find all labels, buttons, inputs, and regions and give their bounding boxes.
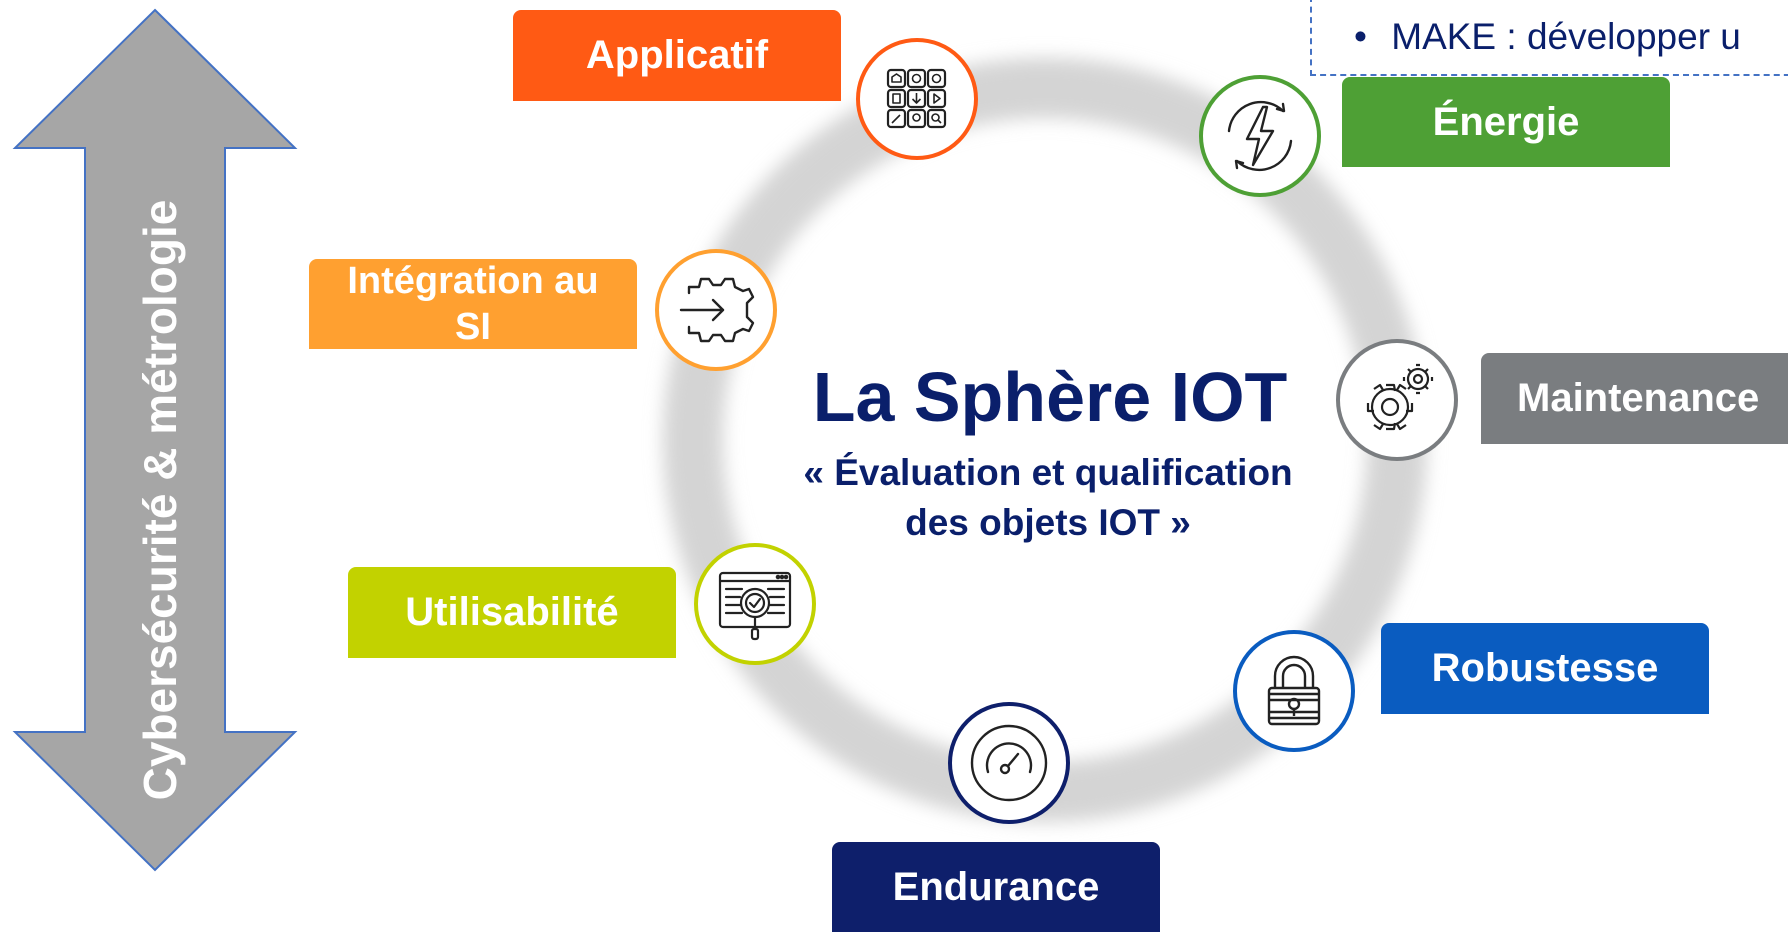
maintenance-text: Maintenance bbox=[1517, 376, 1760, 420]
energie-label: Énergie bbox=[1342, 77, 1670, 167]
subtitle-line-1: « Évaluation et qualification bbox=[803, 452, 1293, 493]
subtitle-line-2: des objets IOT » bbox=[905, 502, 1191, 543]
sphere-title: La Sphère IOT bbox=[812, 358, 1288, 436]
gear-arrow-icon bbox=[655, 249, 777, 371]
double-arrow-shape bbox=[12, 8, 298, 872]
integration-label: Intégration au SI bbox=[309, 259, 637, 349]
robustesse-text: Robustesse bbox=[1431, 646, 1659, 690]
integration-text-2: SI bbox=[455, 306, 491, 348]
app-grid-icon bbox=[856, 38, 978, 160]
padlock-icon bbox=[1233, 630, 1355, 752]
endurance-text: Endurance bbox=[892, 864, 1100, 909]
endurance-label: Endurance bbox=[832, 842, 1160, 932]
applicatif-label: Applicatif bbox=[513, 10, 841, 101]
gears-icon bbox=[1336, 339, 1458, 461]
integration-text-1: Intégration au bbox=[347, 260, 599, 302]
arrow-label: Cybersécurité & métrologie bbox=[134, 199, 186, 801]
make-note-text: MAKE : développer u bbox=[1391, 16, 1741, 57]
make-bullet: • bbox=[1354, 16, 1367, 57]
utilisabilite-label: Utilisabilité bbox=[348, 567, 676, 658]
sphere-subtitle: « Évaluation et qualification des objets… bbox=[803, 448, 1292, 548]
maintenance-label: Maintenance bbox=[1481, 353, 1788, 444]
lightning-cycle-icon bbox=[1199, 75, 1321, 197]
applicatif-text: Applicatif bbox=[585, 33, 769, 77]
make-note: • MAKE : développer u bbox=[1354, 16, 1741, 58]
web-inspect-icon bbox=[694, 543, 816, 665]
gauge-icon bbox=[948, 702, 1070, 824]
robustesse-label: Robustesse bbox=[1381, 623, 1709, 714]
utilisabilite-text: Utilisabilité bbox=[405, 590, 619, 634]
make-note-box bbox=[1310, 0, 1788, 76]
energie-text: Énergie bbox=[1432, 99, 1580, 144]
